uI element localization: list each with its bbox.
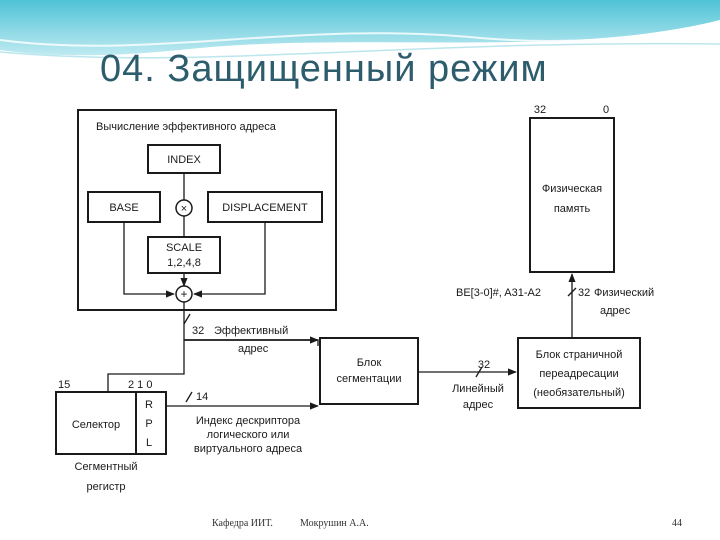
protected-mode-address-diagram: Вычисление эффективного адреса INDEX BAS… [48,100,678,496]
effective-address-calc-box [77,109,337,311]
physical-memory-box [529,117,615,273]
physical-address-label-1: Физический [594,287,654,299]
scale-box [147,236,221,274]
paging-unit-label-3: (необязательный) [533,387,625,399]
displacement-label: DISPLACEMENT [222,202,308,214]
effective-address-label-1: Эффективный [214,325,288,337]
physical-memory-label-2: память [554,203,591,215]
paging-unit-label-1: Блок страничной [536,349,623,361]
index-label: INDEX [167,154,201,166]
effective-address-calc-title: Вычисление эффективного адреса [96,121,277,133]
paging-unit-box [517,337,641,409]
descriptor-index-label-1: Индекс дескриптора [196,415,301,427]
segmentation-unit-label-1: Блок [357,357,382,369]
memory-high-bit: 32 [534,104,546,116]
be-address-lines: BE[3-0]#, A31-A2 [456,287,541,299]
descriptor-index-label-3: виртуального адреса [194,443,303,455]
footer-page-number: 44 [672,518,682,529]
footer-department: Кафедра ИИТ. [212,518,273,529]
physical-address-bits: 32 [578,287,590,299]
rpl-r: R [145,399,153,411]
rpl-p: P [145,418,152,430]
linear-address-label-1: Линейный [452,383,504,395]
linear-address-label-2: адрес [463,399,494,411]
adder-sign: + [180,287,187,301]
memory-low-bit: 0 [603,104,609,116]
scale-label-1: SCALE [166,242,202,254]
segment-register-label-2: регистр [86,481,125,493]
effective-address-bits: 32 [192,325,204,337]
scale-label-2: 1,2,4,8 [167,257,201,269]
base-box [87,191,161,223]
selector-bit-low: 2 1 0 [128,379,152,391]
segmentation-unit-label-2: сегментации [336,373,401,385]
descriptor-index-bits: 14 [196,391,208,403]
linear-address-bits: 32 [478,359,490,371]
physical-memory-label-1: Физическая [542,183,602,195]
base-label: BASE [109,202,138,214]
effective-address-label-2: адрес [238,343,269,355]
displacement-box [207,191,323,223]
physical-address-label-2: адрес [600,305,631,317]
rpl-l: L [146,437,152,449]
selector-bit-high: 15 [58,379,70,391]
segment-register-label-1: Сегментный [75,461,138,473]
selector-label: Селектор [72,419,120,431]
footer-author: Мокрушин А.А. [300,518,369,529]
segment-register-box [55,391,167,455]
descriptor-index-label-2: логического или [207,429,290,441]
paging-unit-label-2: переадресации [539,368,618,380]
slide-title: 04. Защищенный режим [100,48,548,90]
multiply-sign: × [181,203,187,215]
index-box [147,144,221,174]
segmentation-unit-box [319,337,419,405]
